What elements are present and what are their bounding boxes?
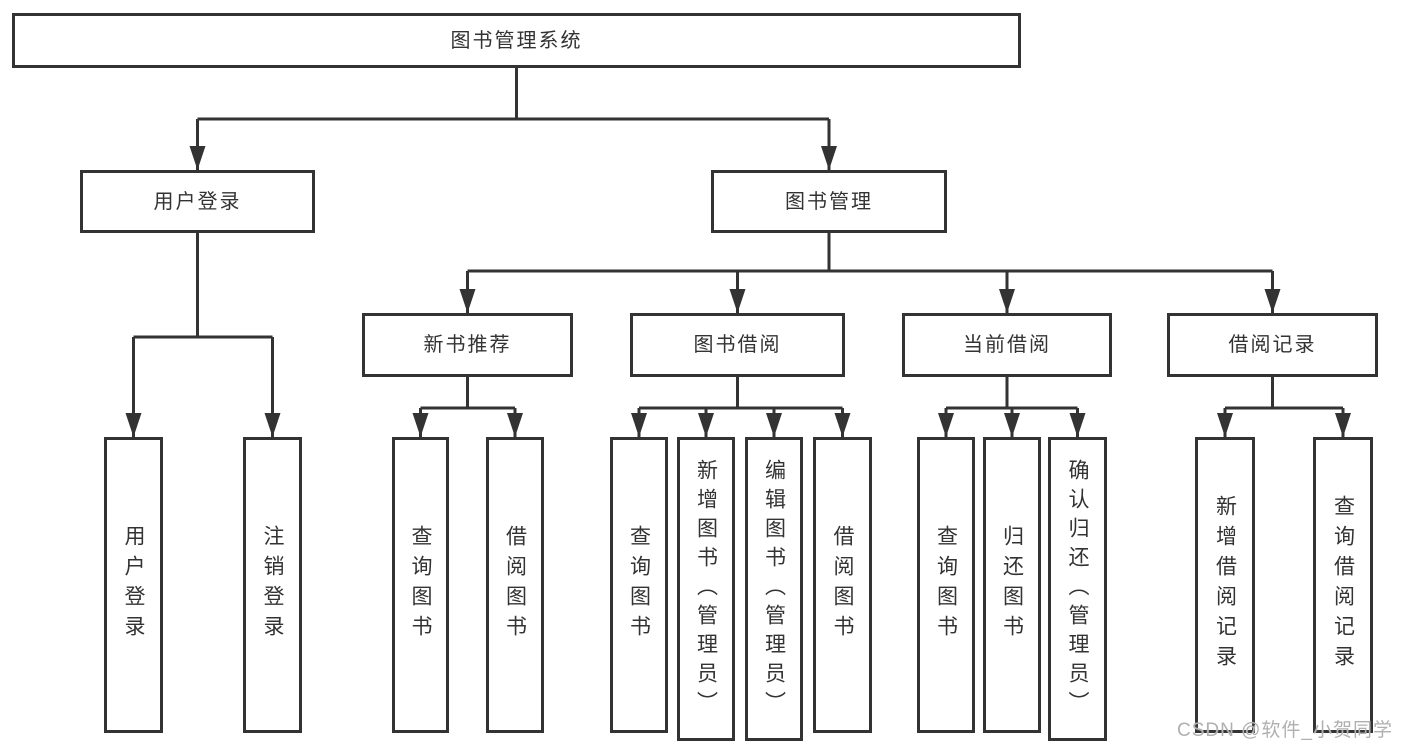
leaf-query-books-current-label: 查询图书 xyxy=(934,525,958,645)
node-system-root-label: 图书管理系统 xyxy=(450,29,583,52)
leaf-edit-books-admin: 编辑图书（管理员） xyxy=(745,437,803,741)
leaf-borrow-books-recommend: 借阅图书 xyxy=(486,437,544,733)
leaf-return-books-label: 归还图书 xyxy=(1000,525,1024,645)
leaf-logout: 注销登录 xyxy=(243,437,302,733)
leaf-logout-label: 注销登录 xyxy=(261,525,284,645)
node-book-borrowing: 图书借阅 xyxy=(630,313,845,377)
leaf-add-borrow-record-label: 新增借阅记录 xyxy=(1213,495,1237,675)
arrowheads xyxy=(125,146,1351,437)
leaf-borrow-books-label: 借阅图书 xyxy=(831,525,854,645)
node-new-book-recommend-label: 新书推荐 xyxy=(423,334,512,356)
leaf-add-books-admin: 新增图书（管理员） xyxy=(677,437,735,741)
leaf-add-books-admin-label: 新增图书（管理员） xyxy=(694,458,718,720)
leaf-add-borrow-record: 新增借阅记录 xyxy=(1195,437,1255,733)
leaf-edit-books-admin-label: 编辑图书（管理员） xyxy=(762,458,786,720)
node-borrowing-records: 借阅记录 xyxy=(1167,313,1378,377)
node-book-borrowing-label: 图书借阅 xyxy=(693,334,782,356)
leaf-confirm-return-admin: 确认归还（管理员） xyxy=(1048,437,1107,741)
leaf-user-login-label: 用户登录 xyxy=(122,525,145,645)
node-current-borrowing: 当前借阅 xyxy=(902,313,1112,377)
leaf-query-books-recommend-label: 查询图书 xyxy=(409,525,432,645)
node-user-login-branch: 用户登录 xyxy=(80,170,315,233)
leaf-query-borrow-record: 查询借阅记录 xyxy=(1313,437,1373,733)
leaf-query-borrow-record-label: 查询借阅记录 xyxy=(1331,495,1355,675)
leaf-return-books: 归还图书 xyxy=(983,437,1041,733)
leaf-user-login: 用户登录 xyxy=(104,437,163,733)
leaf-query-books-current: 查询图书 xyxy=(917,437,975,733)
node-new-book-recommend: 新书推荐 xyxy=(362,313,573,377)
node-current-borrowing-label: 当前借阅 xyxy=(963,334,1051,356)
node-book-management-branch-label: 图书管理 xyxy=(785,190,873,213)
leaf-query-books-borrow-label: 查询图书 xyxy=(627,525,651,645)
node-borrowing-records-label: 借阅记录 xyxy=(1228,334,1317,356)
csdn-watermark: CSDN @软件_小贺同学 xyxy=(1177,720,1393,741)
leaf-borrow-books: 借阅图书 xyxy=(813,437,872,733)
leaf-query-books-borrow: 查询图书 xyxy=(610,437,668,733)
node-system-root: 图书管理系统 xyxy=(12,13,1021,68)
node-book-management-branch: 图书管理 xyxy=(711,170,947,233)
leaf-query-books-recommend: 查询图书 xyxy=(392,437,449,733)
node-user-login-branch-label: 用户登录 xyxy=(153,190,242,213)
leaf-confirm-return-admin-label: 确认归还（管理员） xyxy=(1066,458,1089,720)
leaf-borrow-books-recommend-label: 借阅图书 xyxy=(503,525,527,645)
